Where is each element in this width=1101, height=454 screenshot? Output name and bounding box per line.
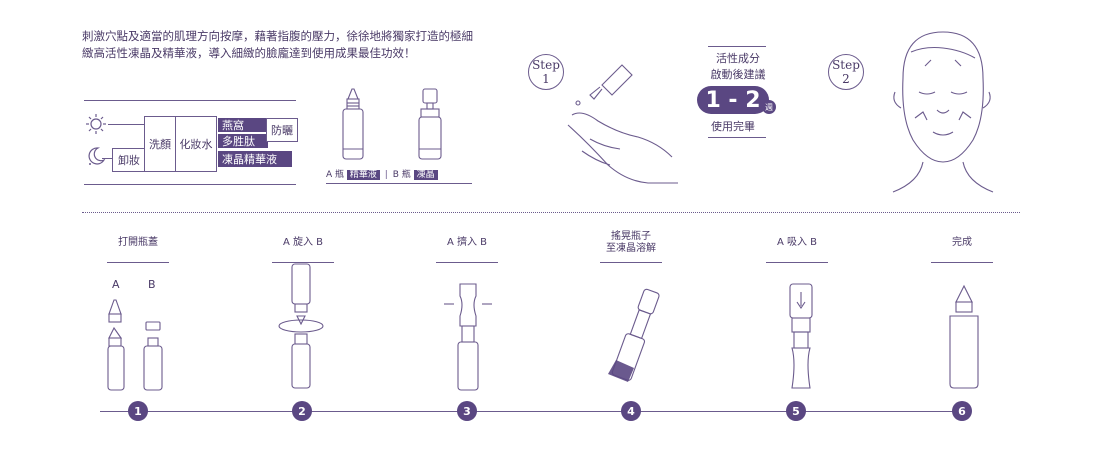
step-title-4: 搖晃瓶子 至凍晶溶解: [586, 231, 676, 255]
bottle-b-label: B 瓶: [392, 170, 411, 180]
step-title-2: A 旋入 B: [282, 237, 324, 248]
usage-range: 1 - 2: [697, 86, 769, 114]
usage-line3: 使用完畢: [711, 120, 755, 133]
product-line1: 燕窩: [218, 118, 268, 132]
toner-box: 化妝水: [175, 116, 217, 172]
step-underline-2: [272, 262, 334, 263]
usage-line1: 活性成分: [716, 52, 760, 65]
step-underline-6: [931, 262, 993, 263]
hand-dropper-illustration: [567, 64, 678, 184]
bottle-a-tag: 精華液: [346, 170, 380, 180]
step5-illustration: [789, 283, 813, 389]
wash-box: 洗顏: [144, 116, 176, 172]
product-line3: 凍晶精華液: [218, 151, 292, 167]
bottle-a-label: A 瓶: [326, 170, 345, 180]
step2-word: Step: [832, 58, 860, 72]
step-underline-3: [436, 262, 498, 263]
step2-illustration: [278, 263, 324, 389]
face-illustration: [892, 31, 994, 193]
step-underline-1: [107, 262, 169, 263]
step2-num: 2: [842, 72, 850, 86]
step-number-4: 4: [621, 401, 641, 421]
step6-illustration: [949, 284, 979, 389]
step1-illustration: [107, 299, 163, 391]
bottles-illustration: [342, 88, 442, 160]
step-title-1: 打開瓶蓋: [118, 237, 158, 248]
step-number-6: 6: [952, 401, 972, 421]
line-day: [108, 124, 146, 125]
step1-word: Step: [532, 58, 560, 72]
step-title-4-line2: 至凍晶溶解: [606, 243, 656, 254]
description-text: 刺激穴點及適當的肌理方向按摩，藉著指腹的壓力，徐徐地將獨家打造的極細緻高活性凍晶…: [82, 29, 473, 60]
sun-icon: [86, 114, 106, 134]
step-number-5: 5: [786, 401, 806, 421]
step2-badge: Step 2: [828, 54, 864, 90]
step3-illustration: [444, 283, 492, 391]
step-title-6: 完成: [952, 237, 972, 248]
usage-unit: 週: [762, 100, 776, 114]
divider-bottom: [84, 184, 296, 185]
line-night: [102, 158, 112, 159]
bottle-divider: [326, 183, 472, 184]
step1-num: 1: [542, 72, 550, 86]
divider-top: [84, 100, 296, 101]
cleansing-box: 卸妝: [112, 148, 146, 172]
moon-icon: [88, 147, 106, 165]
usage-bottom-line: [708, 137, 766, 138]
sunscreen-box: 防曬: [266, 118, 298, 142]
step-number-3: 3: [457, 401, 477, 421]
step4-illustration: [608, 288, 660, 382]
step-number-2: 2: [292, 401, 312, 421]
step1-a-label: A: [112, 278, 120, 291]
step1-b-label: B: [148, 278, 156, 291]
step1-badge: Step 1: [528, 54, 564, 90]
timeline-line: [100, 411, 966, 412]
step-title-5: A 吸入 B: [776, 237, 818, 248]
product-line2: 多胜肽: [218, 134, 268, 148]
step-title-4-line1: 搖晃瓶子: [611, 231, 651, 242]
dotted-separator: [82, 212, 1020, 213]
step-underline-5: [766, 262, 828, 263]
bottle-labels: A 瓶 精華液 | B 瓶 凍晶: [326, 167, 438, 180]
step-number-1: 1: [128, 401, 148, 421]
step-title-3: A 擠入 B: [446, 237, 488, 248]
day-night-icons: [86, 114, 106, 165]
step-underline-4: [600, 262, 662, 263]
usage-top-line: [708, 46, 766, 47]
usage-line2: 啟動後建議: [710, 68, 766, 81]
bottle-b-tag: 凍晶: [413, 170, 438, 180]
